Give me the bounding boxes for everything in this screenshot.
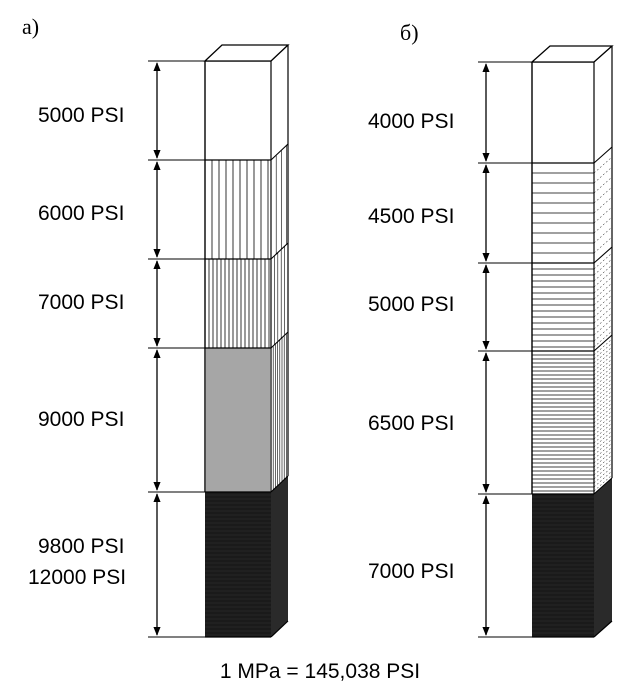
column-a-segment-4-label: 9000 PSI xyxy=(38,408,124,431)
column-a-segment-2 xyxy=(204,143,289,259)
column-a-dimension-lines xyxy=(148,60,205,638)
column-b-segment-5-label: 7000 PSI xyxy=(368,560,454,583)
column-a-segment-2-label: 6000 PSI xyxy=(38,202,124,225)
column-a-top-face xyxy=(203,44,290,62)
column-b: 4000 PSI 4500 PSI 5000 PSI 6500 PSI 7000… xyxy=(368,45,614,638)
column-a-segment-1 xyxy=(204,44,289,160)
column-b-segment-1 xyxy=(531,45,613,163)
column-a: 5000 PSI 6000 PSI 7000 PSI 9000 PSI 9800… xyxy=(28,44,290,638)
column-a-segment-4 xyxy=(204,331,289,492)
column-b-segment-3 xyxy=(531,246,613,351)
column-b-segment-4 xyxy=(531,334,613,494)
column-b-dimension-lines xyxy=(478,61,532,638)
column-b-segment-2-label: 4500 PSI xyxy=(368,205,454,228)
column-b-segment-2 xyxy=(531,146,613,263)
column-a-segment-5-label-bottom: 12000 PSI xyxy=(28,566,126,589)
column-a-segment-1-label: 5000 PSI xyxy=(38,104,124,127)
panel-b-label: б) xyxy=(400,20,419,45)
column-b-segment-3-label: 5000 PSI xyxy=(368,293,454,316)
column-b-segment-4-label: 6500 PSI xyxy=(368,412,454,435)
column-a-body xyxy=(203,44,290,638)
column-a-segment-3 xyxy=(204,242,289,348)
column-b-segment-5 xyxy=(532,477,613,637)
column-b-body xyxy=(530,45,614,638)
column-a-segment-5 xyxy=(205,475,289,637)
column-a-segment-5-label-top: 9800 PSI xyxy=(38,535,124,558)
column-b-segment-1-label: 4000 PSI xyxy=(368,110,454,133)
panel-a-label: а) xyxy=(22,14,39,39)
column-b-top-face xyxy=(530,45,614,63)
column-a-segment-3-label: 7000 PSI xyxy=(38,291,124,314)
unit-conversion-note: 1 MPa = 145,038 PSI xyxy=(220,660,420,683)
